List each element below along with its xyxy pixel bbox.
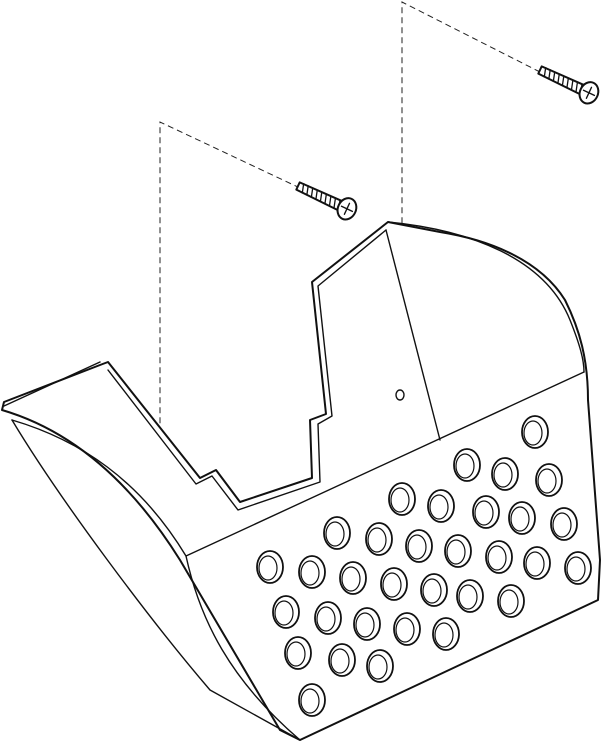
perforation-hole (298, 555, 326, 589)
perforation-hole (521, 415, 549, 449)
perforation-hole (314, 601, 342, 635)
perforation-hole (328, 643, 356, 677)
perforated-holder (1, 221, 601, 741)
perforation-hole-inner (355, 612, 375, 638)
perforation-hole (485, 540, 513, 574)
perforation-hole (298, 683, 326, 717)
screw-thread (333, 197, 337, 209)
perforation-hole (380, 567, 408, 601)
perforation-hole-inner (407, 534, 427, 560)
perforation-hole (432, 617, 460, 651)
mounting-hole (395, 389, 405, 401)
perforation-hole-inner (525, 551, 545, 577)
screw-thread (552, 71, 556, 82)
perforation-hole (444, 534, 472, 568)
perforation-hole-inner (316, 606, 336, 632)
screw-thread (319, 191, 323, 203)
perforation-hole (365, 522, 393, 556)
perforation-hole (420, 573, 448, 607)
screw-thread (566, 77, 570, 89)
perforation-hole (456, 579, 484, 613)
screw-thread (315, 189, 318, 200)
screw-thread (570, 79, 574, 91)
perforation-hole (535, 463, 563, 497)
perforation-hole-inner (493, 462, 513, 488)
perforation-hole (550, 507, 578, 541)
front-face-bottom (185, 555, 301, 741)
perforation-hole (323, 516, 351, 550)
perforation-hole-inner (429, 494, 449, 520)
perforation-hole-inner (325, 521, 345, 547)
screw-thread (575, 81, 579, 93)
perforation-hole (256, 550, 284, 584)
perforation-hole-inner (382, 572, 402, 598)
perforation-hole (523, 546, 551, 580)
guide-line-left (159, 121, 301, 520)
perforation-hole (353, 607, 381, 641)
perforation-hole (388, 482, 416, 516)
perforation-hole-inner (330, 648, 350, 674)
screw-thread (310, 187, 314, 198)
screw-thread (328, 195, 332, 207)
perforation-hole (366, 649, 394, 683)
perforation-holes (256, 415, 592, 717)
right-wall-curve (387, 221, 585, 373)
perforation-hole-inner (300, 560, 320, 586)
perforation-hole-inner (455, 453, 475, 479)
holder-back-wall (1, 221, 601, 741)
screw-thread (561, 75, 565, 87)
perforation-hole-inner (474, 500, 494, 526)
perforation-hole (427, 489, 455, 523)
perforation-hole-inner (286, 641, 306, 667)
perforation-hole-inner (446, 539, 466, 565)
perforation-hole (393, 612, 421, 646)
perforation-hole (405, 529, 433, 563)
left-side-face (11, 419, 301, 741)
perforation-hole-inner (566, 556, 586, 582)
screw-thread (557, 73, 560, 84)
perforation-hole-inner (487, 545, 507, 571)
perforation-hole-inner (300, 688, 320, 714)
screw-right (537, 65, 600, 105)
perforation-hole-inner (523, 420, 543, 446)
screw-thread (324, 193, 328, 205)
perforation-hole (497, 584, 525, 618)
perforation-hole (491, 457, 519, 491)
perforation-hole-inner (341, 566, 361, 592)
perforation-hole-inner (499, 589, 519, 615)
perforation-hole-inner (510, 506, 530, 532)
screw-thread (301, 183, 305, 194)
screw-right-drive-icon (582, 86, 596, 99)
back-wall-rim (107, 229, 387, 511)
perforation-hole-inner (368, 654, 388, 680)
inner-panel-edge (385, 229, 441, 441)
perforation-hole (453, 448, 481, 482)
screw-left (295, 181, 358, 221)
perforation-hole-inner (422, 578, 442, 604)
front-top-edge (11, 371, 585, 557)
perforation-hole (284, 636, 312, 670)
perforation-hole-inner (258, 555, 278, 581)
left-panel-line (3, 361, 101, 407)
perforation-hole (339, 561, 367, 595)
perforation-hole-inner (395, 617, 415, 643)
perforation-hole-inner (537, 468, 557, 494)
perforation-hole-inner (434, 622, 454, 648)
perforation-hole-inner (552, 512, 572, 538)
perforation-hole-inner (458, 584, 478, 610)
screw-thread (543, 67, 547, 78)
perforation-hole-inner (367, 527, 387, 553)
perforation-hole (508, 501, 536, 535)
screw-thread (306, 185, 309, 196)
perforation-hole (472, 495, 500, 529)
perforation-hole-inner (390, 487, 410, 513)
perforation-hole-inner (274, 600, 294, 626)
perforation-hole (272, 595, 300, 629)
screw-thread (548, 69, 551, 80)
screw-left-drive-icon (340, 202, 354, 215)
perforation-hole (564, 551, 592, 585)
